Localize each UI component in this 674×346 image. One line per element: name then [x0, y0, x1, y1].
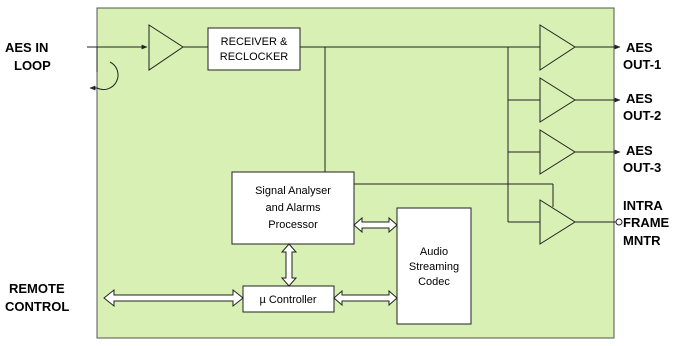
receiver-label-line1: RECEIVER & [221, 36, 288, 48]
signal-analyser-block [231, 171, 355, 245]
intra-frame-amplifier [539, 199, 576, 245]
remote-control-label-line1: REMOTE [9, 281, 65, 296]
codec-label-line1: Audio [420, 246, 448, 258]
analyser-controller-bus [280, 243, 298, 287]
remote-control-label-line2: CONTROL [5, 299, 69, 314]
analyser-label-line2: and Alarms [265, 202, 321, 214]
codec-label-line2: Streaming [409, 261, 459, 273]
aes-in-label-line1: AES IN [5, 40, 48, 55]
controller-label: µ Controller [259, 294, 316, 306]
out2-label-line1: AES [626, 91, 653, 106]
input-buffer-amplifier [148, 24, 184, 71]
out1-amplifier [539, 24, 576, 71]
codec-label-line3: Codec [418, 276, 450, 288]
analyser-codec-bus [353, 216, 398, 234]
receiver-reclocker-block [207, 27, 301, 71]
output-lines [575, 44, 621, 223]
out2-label-line2: OUT-2 [623, 108, 661, 123]
analyser-label-line1: Signal Analyser [255, 185, 331, 197]
analyser-label-line3: Processor [268, 219, 318, 231]
out1-label-line2: OUT-1 [623, 57, 661, 72]
receiver-label-line2: RECLOCKER [220, 51, 289, 63]
out3-label-line2: OUT-3 [623, 160, 661, 175]
controller-codec-bus [333, 289, 398, 307]
intra-frame-output-terminal [615, 218, 623, 226]
board-background [96, 7, 615, 339]
intra-label-line3: MNTR [623, 233, 661, 248]
aes-in-signal-path [87, 44, 148, 91]
out3-label-line1: AES [626, 143, 653, 158]
out2-amplifier [539, 77, 576, 123]
intra-label-line1: INTRA [623, 198, 663, 213]
out3-amplifier [539, 129, 576, 175]
remote-control-bus [103, 288, 244, 308]
intra-label-line2: FRAME [623, 215, 670, 230]
micro-controller-block [242, 285, 335, 313]
out1-label-line1: AES [626, 40, 653, 55]
main-signal-bus [300, 46, 554, 223]
aes-in-label-line2: LOOP [14, 58, 51, 73]
audio-codec-block [396, 207, 472, 325]
